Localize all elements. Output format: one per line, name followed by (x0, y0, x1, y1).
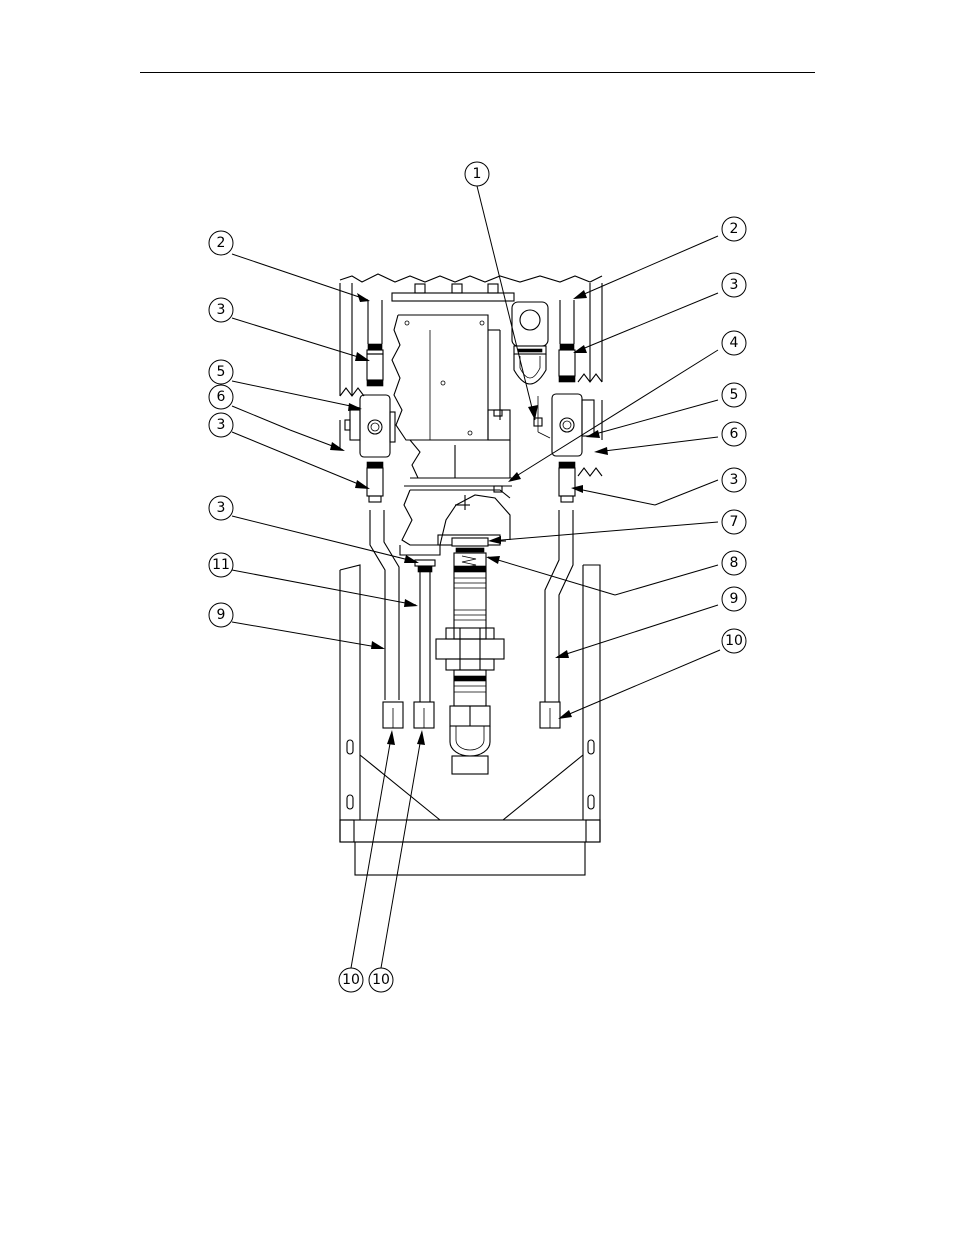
callout-label: 5 (217, 364, 226, 380)
callout-c8: 8 (722, 551, 746, 575)
callout-c2L: 2 (209, 231, 233, 255)
callout-label: 2 (217, 235, 226, 251)
callout-label: 8 (730, 555, 739, 571)
callout-label: 9 (730, 591, 739, 607)
callout-label: 10 (372, 972, 390, 988)
callout-c9L: 9 (209, 603, 233, 627)
callout-c3L1: 3 (209, 298, 233, 322)
callout-c3R2: 3 (722, 468, 746, 492)
callout-c3R1: 3 (722, 273, 746, 297)
callout-label: 1 (473, 166, 482, 182)
pump-motor-assembly (392, 284, 514, 774)
callout-label: 7 (730, 514, 739, 530)
callout-c1: 1 (465, 162, 489, 186)
callout-c10B1: 10 (339, 968, 363, 992)
callout-label: 9 (217, 607, 226, 623)
callout-c10R: 10 (722, 629, 746, 653)
callout-label: 6 (730, 426, 739, 442)
left-line-assembly (345, 300, 435, 728)
callout-label: 4 (730, 335, 739, 351)
callout-label: 2 (730, 221, 739, 237)
callout-c7: 7 (722, 510, 746, 534)
right-line-assembly (540, 300, 594, 728)
callout-label: 3 (217, 302, 226, 318)
callout-label: 3 (217, 417, 226, 433)
callout-c11: 11 (209, 553, 233, 577)
callout-c3L2: 3 (209, 413, 233, 437)
callout-label: 3 (217, 500, 226, 516)
callout-c5R: 5 (722, 383, 746, 407)
callout-c4: 4 (722, 331, 746, 355)
callout-label: 11 (212, 557, 230, 573)
callout-c10B2: 10 (369, 968, 393, 992)
callout-c6L: 6 (209, 385, 233, 409)
callout-c2R: 2 (722, 217, 746, 241)
callout-label: 10 (342, 972, 360, 988)
float-switch-assembly (512, 302, 550, 438)
callout-label: 3 (730, 472, 739, 488)
leader-lines (232, 186, 720, 968)
callout-label: 10 (725, 633, 743, 649)
callout-label: 5 (730, 387, 739, 403)
callout-label: 6 (217, 389, 226, 405)
callout-c3L3: 3 (209, 496, 233, 520)
callout-label: 3 (730, 277, 739, 293)
callout-c6R: 6 (722, 422, 746, 446)
cabinet-frame (340, 274, 602, 875)
callout-bubbles: 1 2 2 3 3 4 5 5 6 6 3 3 3 7 11 8 9 9 10 10 10 (209, 162, 746, 992)
callout-c5L: 5 (209, 360, 233, 384)
callout-c9R: 9 (722, 587, 746, 611)
